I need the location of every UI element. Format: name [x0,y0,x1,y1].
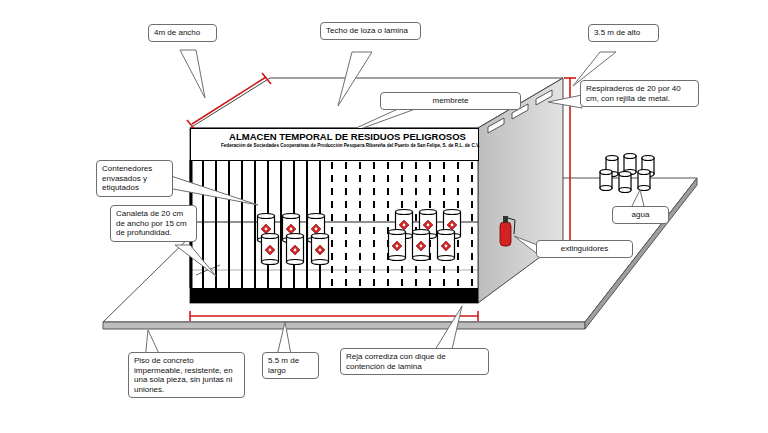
gate-bar [359,162,361,288]
sign-title: ALMACEN TEMPORAL DE RESIDUOS PELIGROSOS [221,132,474,143]
front-face [190,128,478,303]
callout-box: Piso de concreto impermeable, resistente… [128,352,245,398]
drum [312,234,329,265]
vent [488,118,504,133]
side-wall [478,78,563,303]
drum [389,230,406,261]
gate-rail [190,270,478,271]
callout-text: Respiraderos de 20 por 40 cm, con rejill… [586,84,693,103]
containment-dike [190,288,478,303]
extinguisher-symbol [500,216,515,246]
water-barrels [600,154,654,193]
sign-board: ALMACEN TEMPORAL DE RESIDUOS PELIGROSOSF… [190,128,479,161]
callout-box: extinguidores [536,240,633,258]
gate-bar [202,160,204,288]
containers [258,210,461,265]
callout-box: Canaleta de 20 cm de ancho por 15 cm de … [110,205,197,242]
callout-tails [145,50,645,360]
gate-bar [345,162,347,288]
gate-bar [228,160,230,288]
gate-bar [215,160,217,288]
callout-box: agua [612,206,669,224]
callout-box: 4m de ancho [148,24,217,42]
callout-box: Techo de loza o lamina [320,22,421,40]
gate-bar [241,160,243,288]
drum [619,172,631,193]
callout-box: 5.5 m de largo [262,352,319,379]
sign-subtitle: Federación de Sociedades Cooperativas de… [221,143,474,148]
gate-bars [191,160,472,288]
callout-text: Piso de concreto impermeable, resistente… [134,356,239,394]
dimension-lines [187,73,576,321]
gate-bar [387,162,389,288]
callout-text: Contenedores envasados y etiqutados [102,164,167,193]
callout-box: Respiraderos de 20 por 40 cm, con rejill… [580,80,699,107]
callout-text: 5.5 m de largo [268,356,313,375]
callout-text: Reja corrediza con dique de contención d… [346,352,483,371]
callout-text: Techo de loza o lamina [326,26,415,36]
drum [287,234,304,265]
gate-bar [373,162,375,288]
gate-bar [415,162,417,288]
drum [262,234,279,265]
gate-bar [471,162,473,288]
drum [638,170,650,191]
callout-text: 3.5 m de alto [594,28,653,38]
callout-box: Reja corrediza con dique de contención d… [340,348,489,375]
gate-bar [254,160,256,288]
drum [413,230,430,261]
callout-text: Canaleta de 20 cm de ancho por 15 cm de … [116,209,191,238]
drum [600,170,612,191]
callout-text: extinguidores [542,244,627,254]
drum [438,230,455,261]
callout-text: 4m de ancho [154,28,211,38]
floor-edge [103,322,585,329]
callout-box: Contenedores envasados y etiqutados [96,160,173,197]
callout-box: membrete [380,92,521,110]
callout-text: membrete [386,96,515,106]
callout-text: agua [618,210,663,220]
gate-bar [331,162,333,288]
gate-bar [280,160,282,288]
callout-box: 3.5 m de alto [588,24,659,42]
